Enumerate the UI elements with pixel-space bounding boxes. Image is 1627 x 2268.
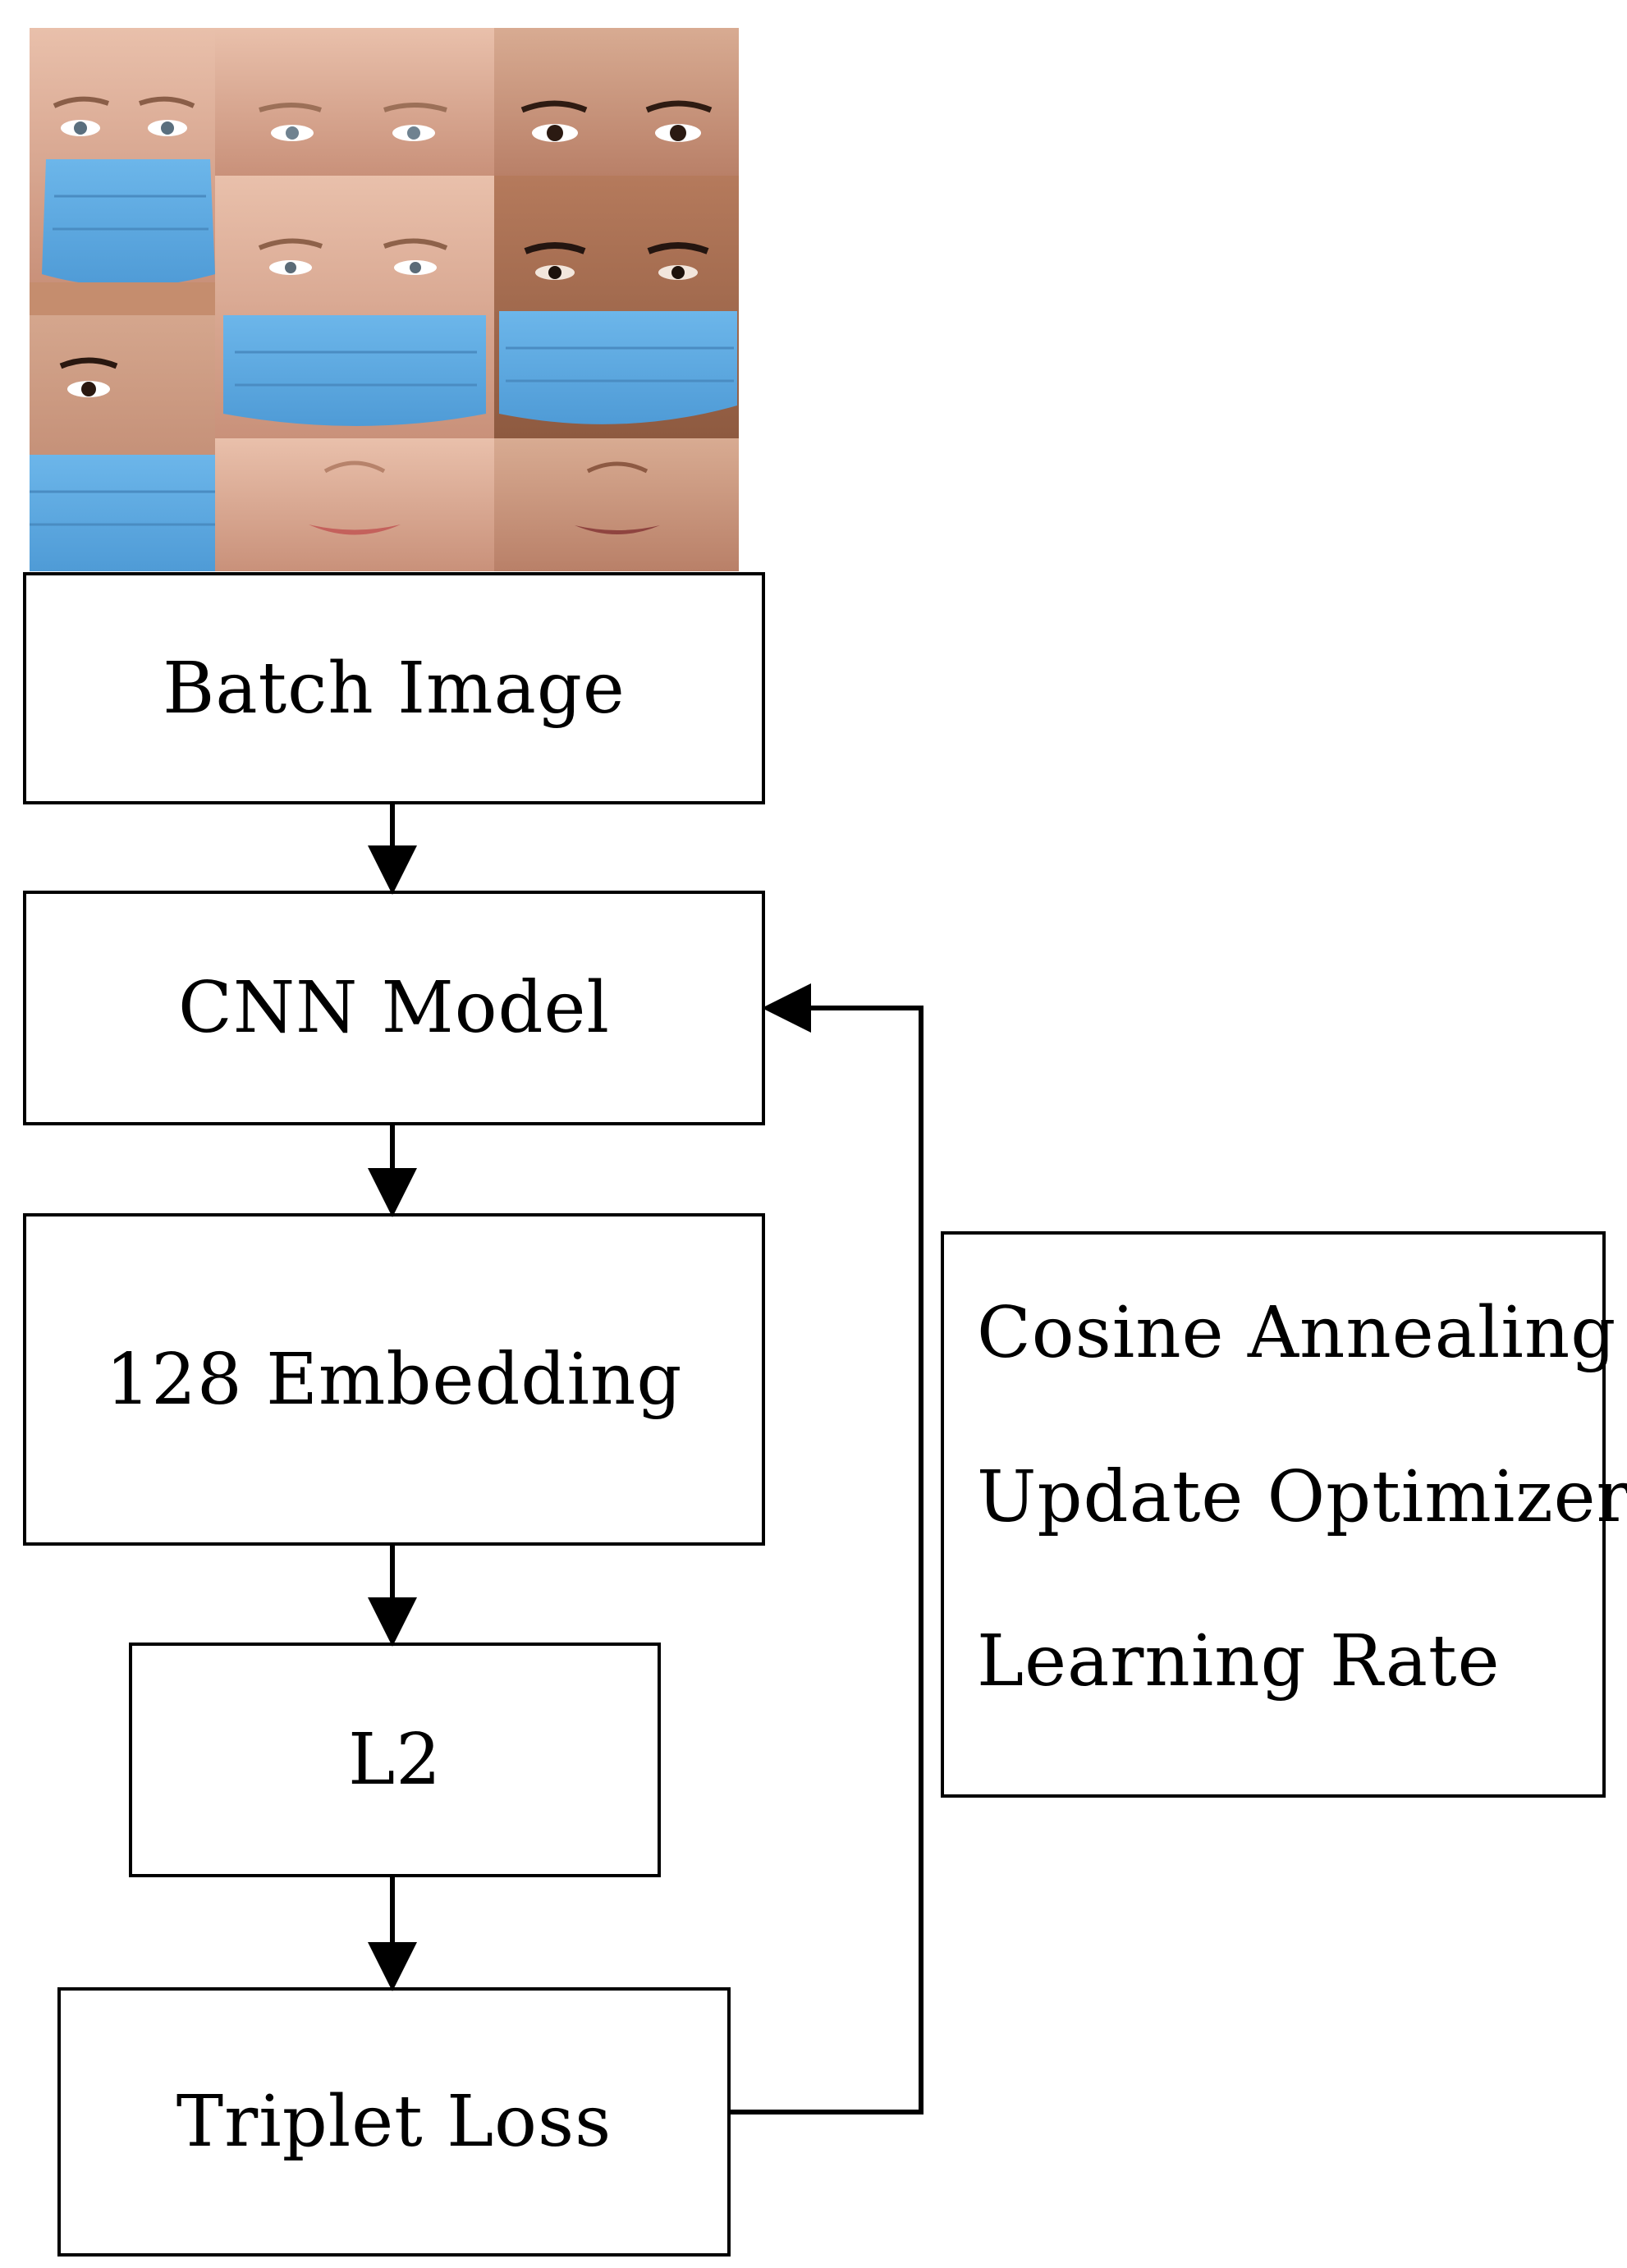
triplet-loss-label: Triplet Loss	[176, 2081, 612, 2163]
face-tile-7	[215, 438, 494, 571]
face-tile-8	[494, 438, 739, 571]
l2-box: L2	[129, 1643, 661, 1877]
l2-label: L2	[348, 1719, 442, 1801]
cnn-model-label: CNN Model	[178, 967, 610, 1049]
embedding-box: 128 Embedding	[23, 1213, 765, 1546]
batch-image-label: Batch Image	[163, 647, 626, 730]
feedback-arrow-loss-to-cnn	[731, 983, 923, 2115]
face-tile-5	[494, 176, 739, 438]
face-tile-1	[30, 28, 215, 286]
cosine-annealing-label: Cosine Annealing	[977, 1292, 1617, 1374]
learning-rate-label: Learning Rate	[977, 1620, 1501, 1702]
triplet-loss-box: Triplet Loss	[57, 1987, 731, 2257]
update-optimizer-label: Update Optimizer	[977, 1456, 1627, 1538]
face-tile-3	[494, 28, 739, 176]
batch-image-box: Batch Image	[23, 572, 765, 804]
face-tile-4	[215, 176, 494, 438]
learning-rate-box: Cosine Annealing Update Optimizer Learni…	[941, 1231, 1627, 1798]
embedding-label: 128 Embedding	[105, 1338, 683, 1421]
face-tile-6	[30, 282, 215, 571]
masked-face-mosaic-image	[30, 28, 739, 571]
face-tile-2	[215, 28, 494, 176]
